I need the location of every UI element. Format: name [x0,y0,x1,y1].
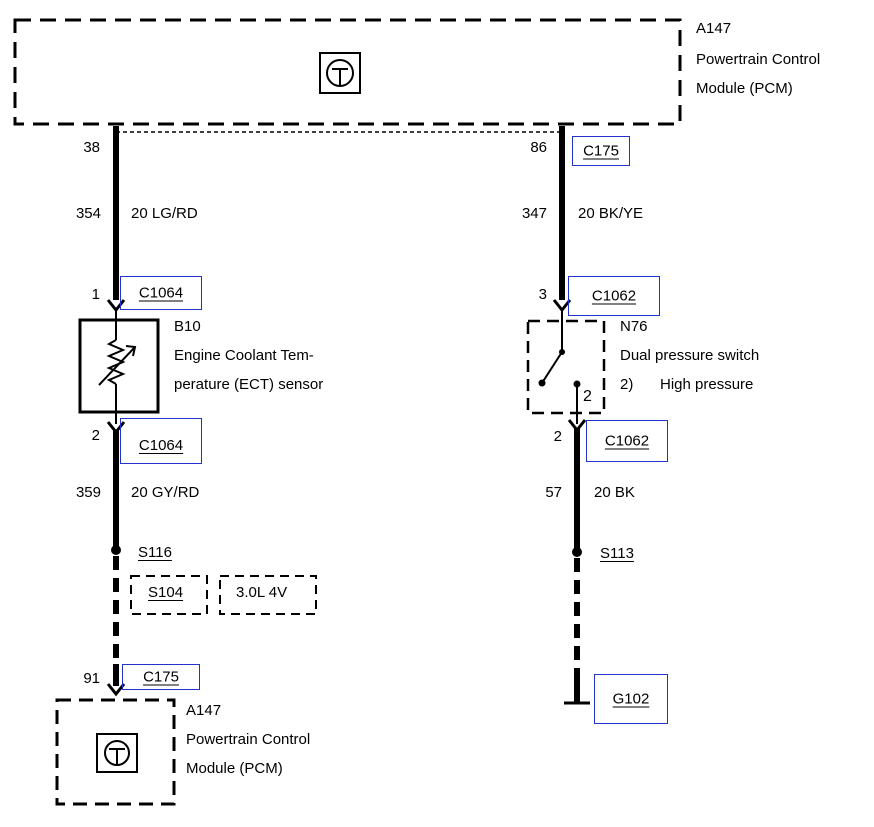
connector-label: C175 [143,668,179,686]
switch-pin-3: 3 [538,286,547,303]
pcm-pin-38: 38 [83,139,100,156]
switch-id: N76 [620,318,648,335]
switch-pin-2: 2 [553,428,562,445]
splice-alt-box [130,575,208,615]
top-pcm-name-line2: Module (PCM) [696,80,793,97]
thermistor-icon [98,322,137,410]
connector-label: C1062 [604,432,650,450]
ground-g102: G102 [594,674,668,724]
switch-inner-pin: 2 [583,388,592,405]
wire-359-spec: 20 GY/RD [131,484,200,501]
connector-c1062-top: C1062 [568,276,660,316]
bottom-pcm-name-line1: Powertrain Control [186,731,311,748]
sensor-pin-1: 1 [91,286,100,303]
ect-sensor-body [78,318,160,414]
bottom-pcm-name-line2: Module (PCM) [186,760,283,777]
top-pcm-box [13,18,682,126]
wire-57-number: 57 [545,484,562,501]
bottom-pcm-box [55,698,176,806]
ect-sensor-name-line2: perature (ECT) sensor [174,376,324,393]
splice-s104: S104 [148,584,184,601]
ecu-icon [96,733,138,773]
top-pcm-id: A147 [696,20,732,37]
connector-c175-top: C175 [572,136,630,166]
ecu-icon [319,52,361,94]
splice-dot-s113 [572,547,582,557]
switch-note-text: High pressure [660,376,754,393]
splice-dot-s116 [111,545,121,555]
wire-359-number: 359 [75,484,101,501]
switch-note-number: 2) [620,376,634,393]
sensor-pin-2: 2 [91,427,100,444]
wire-57-spec: 20 BK [594,484,635,501]
engine-variant: 3.0L 4V [236,584,288,601]
connector-c175-bottom: C175 [122,664,200,690]
connector-c1064-top: C1064 [120,276,202,310]
pcm-pin-91: 91 [83,670,100,687]
splice-s116: S116 [138,544,172,561]
top-pcm-name-line1: Powertrain Control [696,51,821,68]
switch-icon [538,308,581,424]
switch-name: Dual pressure switch [620,347,760,364]
ect-sensor-id: B10 [174,318,201,335]
pcm-pin-86: 86 [530,139,547,156]
connector-label: C1064 [138,437,184,454]
variant-box [219,575,317,615]
connector-label: C175 [583,142,619,160]
wire-347-number: 347 [521,205,547,222]
splice-s113: S113 [600,545,634,562]
ground-label: G102 [612,690,650,708]
bottom-pcm-id: A147 [186,702,222,719]
connector-label: C1062 [591,287,637,305]
connector-label: C1064 [138,284,184,302]
connector-c1064-bottom: C1064 [120,418,202,464]
wire-354-spec: 20 LG/RD [131,205,198,222]
switch-body [526,319,606,415]
wire-354-number: 354 [75,205,101,222]
wire-347-spec: 20 BK/YE [578,205,644,222]
pin-arrow [106,683,126,697]
ect-sensor-name-line1: Engine Coolant Tem- [174,347,314,364]
connector-c1062-bottom: C1062 [586,420,668,462]
